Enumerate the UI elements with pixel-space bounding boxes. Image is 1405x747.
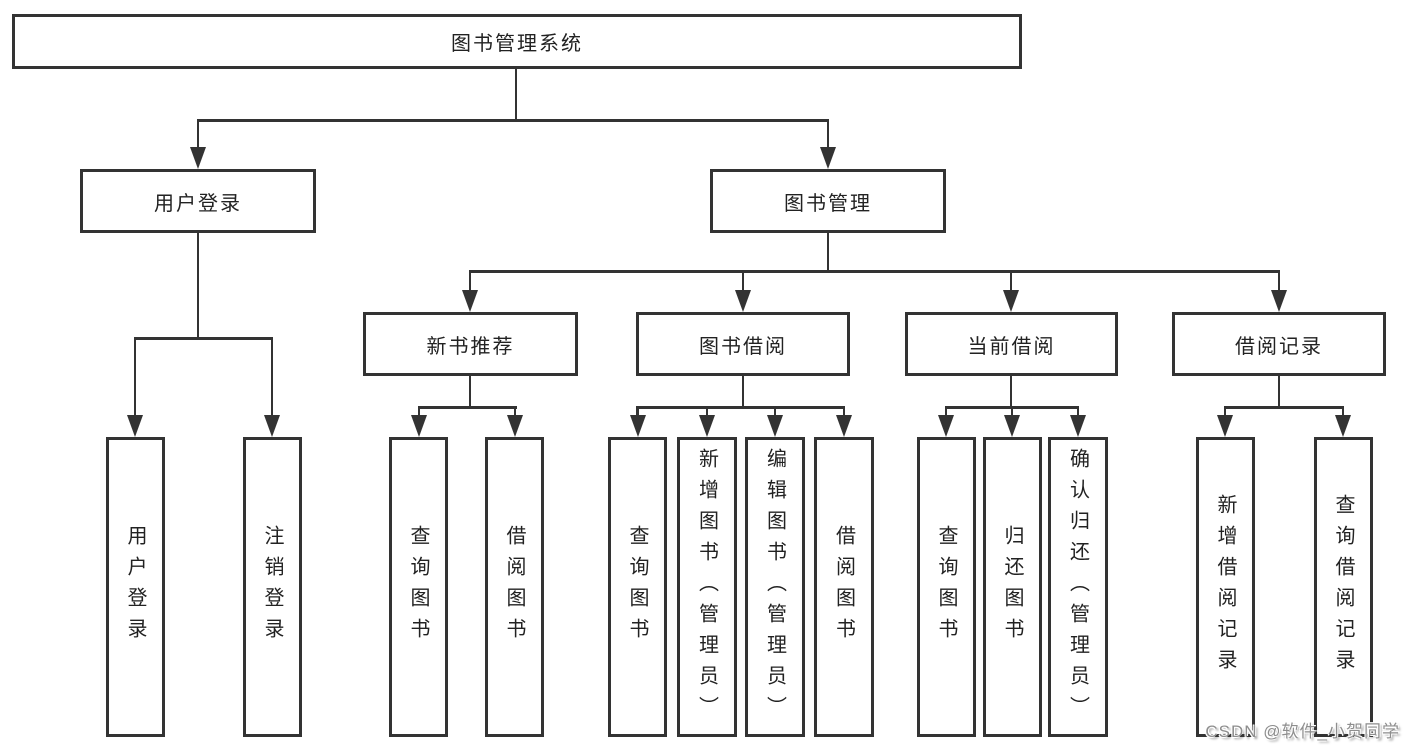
node-label: 用户登录 bbox=[154, 192, 242, 215]
node-user-login: 用户登录 bbox=[80, 169, 316, 233]
arrow-down-icon bbox=[938, 415, 954, 437]
arrow-down-icon bbox=[264, 415, 280, 437]
node-label: 图书管理系统 bbox=[451, 33, 583, 55]
leaf-label: 借阅图书 bbox=[503, 525, 525, 649]
connector-line bbox=[826, 233, 830, 270]
arrow-down-icon bbox=[767, 415, 783, 437]
connector-line bbox=[1009, 376, 1013, 406]
leaf-label: 注销登录 bbox=[261, 525, 283, 649]
connector-line bbox=[944, 406, 948, 415]
node-new-book-recommend: 新书推荐 bbox=[363, 312, 578, 376]
connector-line bbox=[270, 337, 274, 415]
connector-line bbox=[741, 270, 745, 290]
node-borrow-records: 借阅记录 bbox=[1172, 312, 1386, 376]
arrow-down-icon bbox=[629, 415, 646, 437]
leaf-query-books-recommend: 查询图书 bbox=[389, 437, 448, 737]
leaf-borrow-books-recommend: 借阅图书 bbox=[485, 437, 544, 737]
leaf-query-books-current: 查询图书 bbox=[917, 437, 976, 737]
connector-line bbox=[514, 69, 518, 119]
connector-line bbox=[1277, 376, 1281, 406]
connector-line bbox=[1010, 406, 1014, 415]
node-label: 当前借阅 bbox=[967, 335, 1056, 358]
leaf-logout: 注销登录 bbox=[243, 437, 302, 737]
arrow-down-icon bbox=[1271, 290, 1287, 312]
arrow-down-icon bbox=[1003, 290, 1019, 312]
leaf-return-books: 归还图书 bbox=[983, 437, 1042, 737]
node-current-borrowing: 当前借阅 bbox=[905, 312, 1118, 376]
leaf-label: 查询图书 bbox=[935, 525, 957, 649]
node-library-management-system: 图书管理系统 bbox=[12, 14, 1022, 69]
arrow-down-icon bbox=[1004, 415, 1020, 437]
arrow-down-icon bbox=[836, 415, 852, 437]
connector-line bbox=[1076, 406, 1080, 415]
node-book-management: 图书管理 bbox=[710, 169, 946, 233]
leaf-user-login: 用户登录 bbox=[106, 437, 165, 737]
leaf-add-borrow-record: 新增借阅记录 bbox=[1196, 437, 1255, 737]
leaf-edit-books-admin: 编辑图书（管理员） bbox=[745, 437, 805, 737]
connector-line bbox=[1341, 406, 1345, 415]
leaf-label: 用户登录 bbox=[124, 525, 146, 649]
arrow-down-icon bbox=[507, 415, 523, 437]
connector-line bbox=[1223, 406, 1344, 409]
leaf-label: 新增借阅记录 bbox=[1214, 494, 1236, 680]
connector-line bbox=[468, 376, 472, 406]
leaf-label: 新增图书（管理员） bbox=[695, 447, 718, 727]
leaf-label: 查询图书 bbox=[407, 525, 429, 649]
connector-line bbox=[842, 406, 846, 415]
node-label: 新书推荐 bbox=[426, 335, 515, 358]
arrow-down-icon bbox=[820, 147, 836, 169]
arrow-down-icon bbox=[190, 147, 206, 169]
arrow-down-icon bbox=[1070, 415, 1086, 437]
node-book-borrowing: 图书借阅 bbox=[636, 312, 850, 376]
csdn-watermark: CSDN @软件_小贺同学 bbox=[1205, 722, 1400, 741]
arrow-down-icon bbox=[699, 415, 715, 437]
connector-line bbox=[826, 119, 830, 147]
connector-line bbox=[196, 119, 200, 147]
connector-line bbox=[468, 270, 472, 290]
connector-line bbox=[741, 376, 745, 406]
arrow-down-icon bbox=[1217, 415, 1233, 437]
connector-line bbox=[417, 406, 421, 415]
connector-line bbox=[636, 406, 846, 409]
arrow-down-icon bbox=[1335, 415, 1351, 437]
connector-line bbox=[468, 270, 1280, 273]
leaf-confirm-return-admin: 确认归还（管理员） bbox=[1048, 437, 1108, 737]
leaf-label: 编辑图书（管理员） bbox=[763, 447, 786, 727]
node-label: 借阅记录 bbox=[1235, 335, 1323, 358]
connector-line bbox=[773, 406, 777, 415]
connector-line bbox=[417, 406, 517, 409]
connector-line bbox=[1277, 270, 1281, 290]
leaf-query-books-borrowing: 查询图书 bbox=[608, 437, 667, 737]
leaf-borrow-books: 借阅图书 bbox=[814, 437, 874, 737]
arrow-down-icon bbox=[127, 415, 143, 437]
leaf-query-borrow-record: 查询借阅记录 bbox=[1314, 437, 1373, 737]
node-label: 图书借阅 bbox=[699, 335, 787, 358]
leaf-add-books-admin: 新增图书（管理员） bbox=[677, 437, 737, 737]
connector-line bbox=[636, 406, 639, 415]
arrow-down-icon bbox=[735, 290, 751, 312]
connector-line bbox=[1223, 406, 1227, 415]
arrow-down-icon bbox=[462, 290, 478, 312]
leaf-label: 归还图书 bbox=[1001, 525, 1023, 649]
connector-line bbox=[196, 233, 200, 337]
node-label: 图书管理 bbox=[784, 192, 872, 215]
connector-line bbox=[705, 406, 709, 415]
connector-line bbox=[196, 119, 829, 122]
leaf-label: 查询图书 bbox=[626, 525, 648, 649]
leaf-label: 查询借阅记录 bbox=[1332, 494, 1354, 680]
connector-line bbox=[133, 337, 273, 340]
connector-line bbox=[133, 337, 137, 415]
connector-line bbox=[1009, 270, 1013, 290]
arrow-down-icon bbox=[411, 415, 427, 437]
connector-line bbox=[513, 406, 517, 415]
leaf-label: 借阅图书 bbox=[832, 525, 855, 649]
leaf-label: 确认归还（管理员） bbox=[1066, 447, 1089, 727]
